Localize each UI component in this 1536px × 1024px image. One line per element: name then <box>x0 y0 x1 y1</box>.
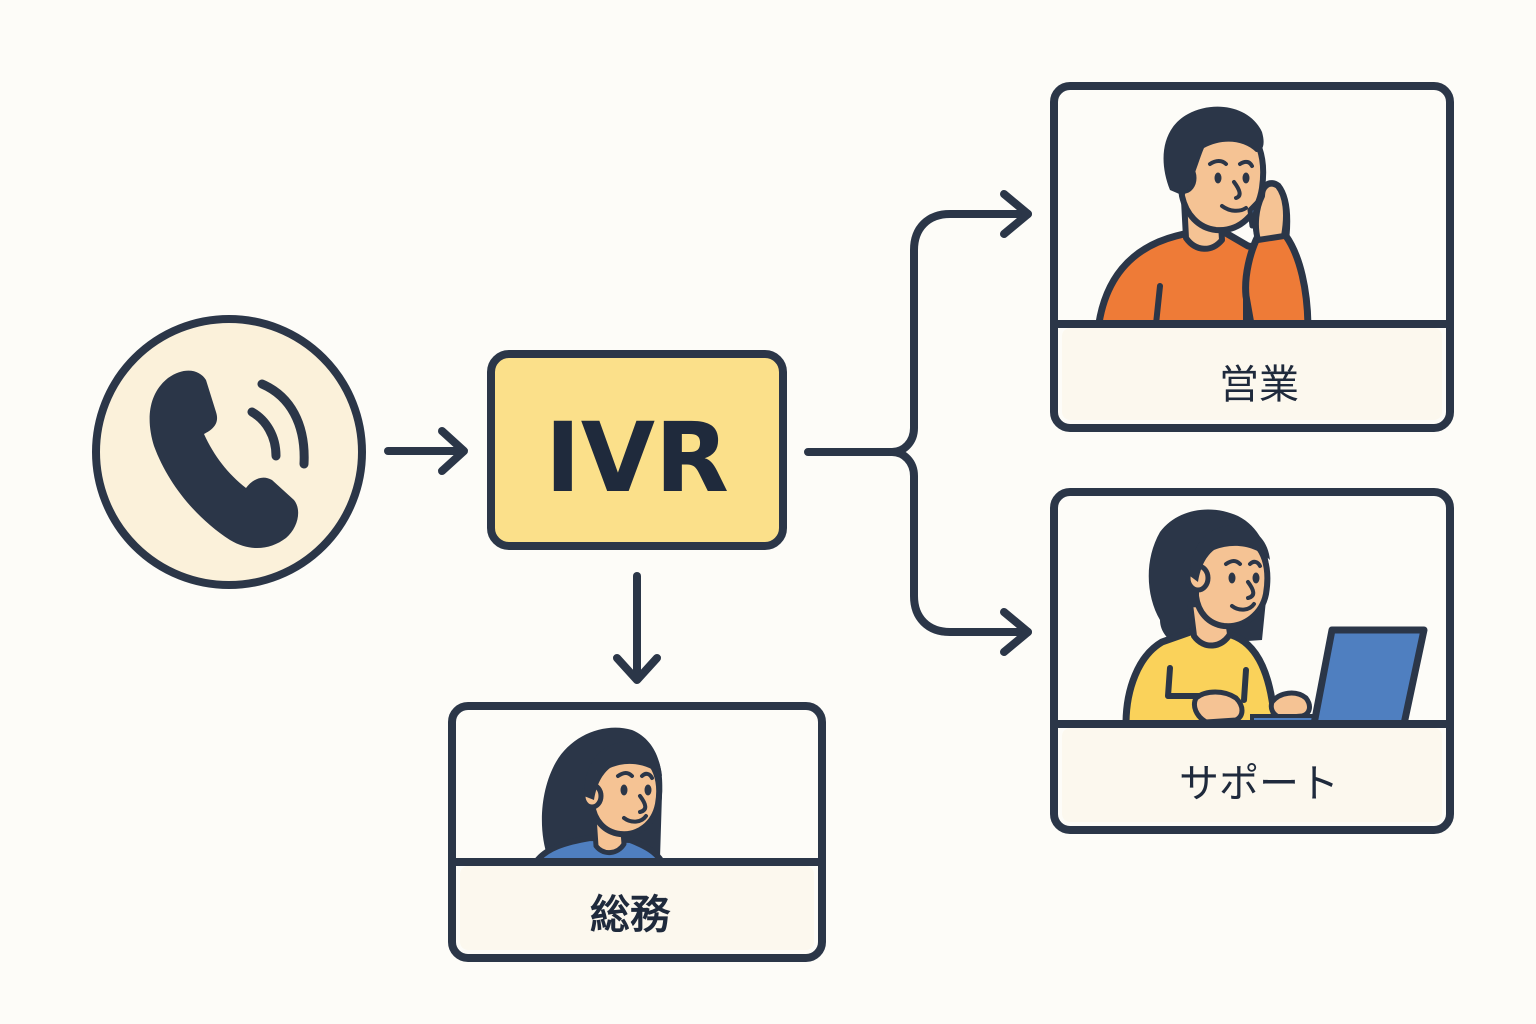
caller-circle <box>92 315 366 589</box>
ivr-box <box>487 350 787 550</box>
sales-card: 営業 <box>1050 82 1454 432</box>
support-card: サポート <box>1050 488 1454 834</box>
agent-on-phone-illustration <box>1094 106 1312 324</box>
arrow-ivr-to-general-affairs <box>613 572 661 684</box>
ivr-label: IVR <box>545 402 729 514</box>
support-label-strip <box>1062 728 1442 822</box>
agent-with-laptop-illustration <box>1122 509 1428 722</box>
general-affairs-label: 総務 <box>590 892 671 938</box>
caller-node <box>92 315 366 589</box>
agent-portrait-illustration <box>533 727 665 860</box>
laptop-icon <box>1310 626 1428 722</box>
sales-label: 営業 <box>1219 362 1299 408</box>
phone-ringing-icon <box>149 370 309 549</box>
sales-label-strip <box>1062 328 1442 420</box>
general-affairs-label-strip <box>460 866 814 950</box>
general-affairs-card: 総務 <box>448 702 826 962</box>
ivr-node: IVR <box>487 350 787 550</box>
support-label: サポート <box>1179 761 1339 807</box>
arrow-caller-to-ivr <box>384 427 468 475</box>
branch-connector <box>804 190 1032 656</box>
